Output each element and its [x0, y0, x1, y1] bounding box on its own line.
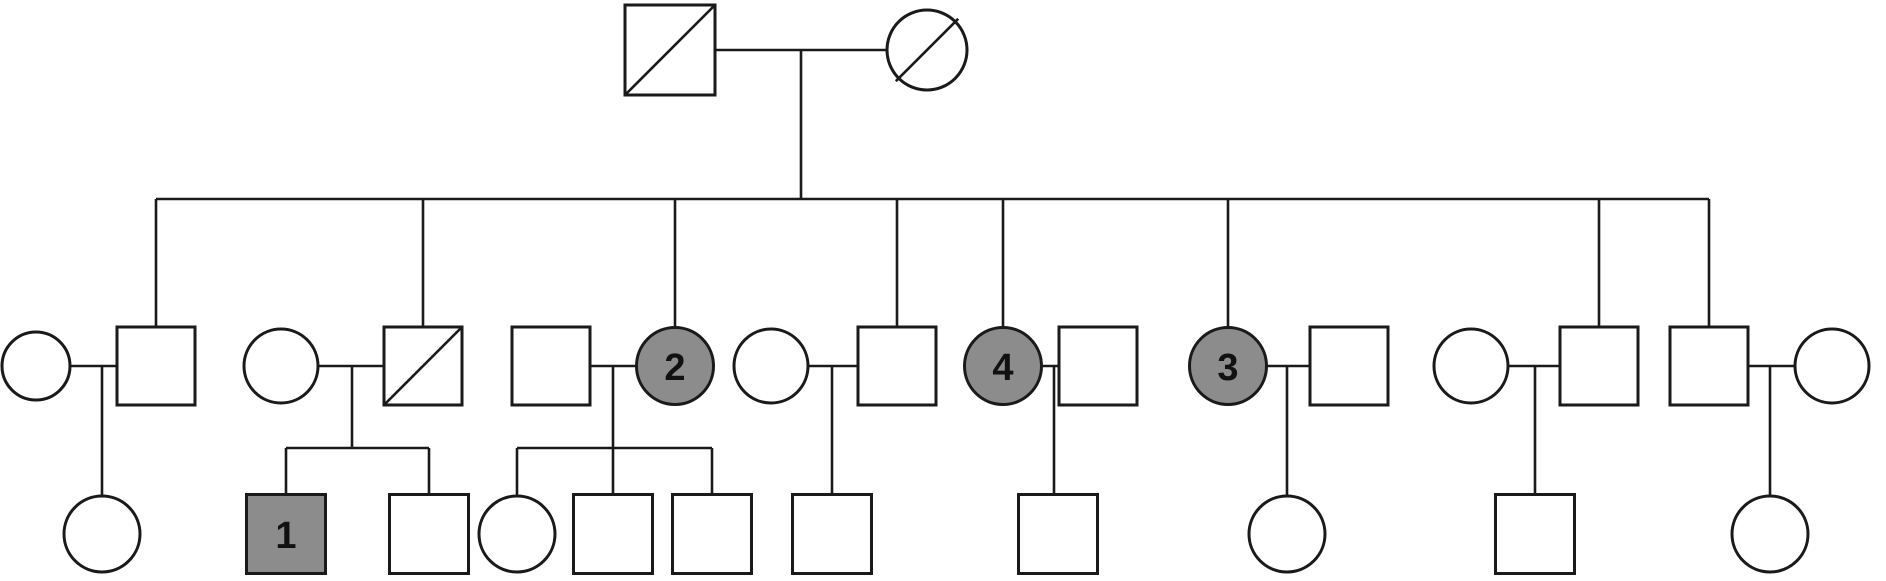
male-symbol: [856, 325, 938, 407]
person-II-10: [1057, 325, 1139, 407]
male-symbol: [1057, 325, 1139, 407]
deceased-slash-icon: [894, 17, 960, 83]
person-II-14: [1558, 325, 1640, 407]
person-III-2-affected: 1: [245, 493, 327, 575]
person-I-2-deceased: [885, 8, 969, 92]
male-symbol: [671, 493, 753, 575]
person-III-8: [1017, 493, 1099, 575]
female-symbol: [0, 330, 72, 402]
person-III-7: [791, 493, 873, 575]
female-symbol: [1188, 326, 1268, 406]
person-III-3: [388, 493, 470, 575]
female-symbol: [635, 326, 715, 406]
female-symbol: [1432, 327, 1510, 405]
person-II-2: [115, 325, 197, 407]
person-III-6: [671, 493, 753, 575]
male-symbol: [1494, 493, 1576, 575]
person-III-5: [572, 493, 654, 575]
female-symbol: [1730, 494, 1810, 574]
male-symbol: [245, 493, 327, 575]
person-II-7: [732, 327, 810, 405]
female-symbol: [1793, 327, 1871, 405]
female-symbol: [1247, 494, 1327, 574]
person-III-11: [1730, 494, 1810, 574]
person-II-3: [242, 327, 320, 405]
person-II-5: [510, 325, 592, 407]
person-III-1: [62, 494, 142, 574]
male-symbol: [791, 493, 873, 575]
female-symbol: [732, 327, 810, 405]
male-symbol: [1668, 325, 1750, 407]
person-III-10: [1494, 493, 1576, 575]
person-label: 1: [275, 515, 296, 557]
person-II-1: [0, 330, 72, 402]
female-symbol: [477, 494, 557, 574]
person-III-4: [477, 494, 557, 574]
male-symbol: [115, 325, 197, 407]
person-II-11-affected: 3: [1188, 326, 1268, 406]
person-II-15: [1668, 325, 1750, 407]
deceased-slash-icon: [383, 326, 463, 406]
male-symbol: [1017, 493, 1099, 575]
female-symbol: [242, 327, 320, 405]
male-symbol: [1308, 325, 1390, 407]
person-label: 2: [664, 347, 685, 389]
male-symbol: [510, 325, 592, 407]
male-symbol: [388, 493, 470, 575]
person-I-1-deceased: [623, 3, 717, 97]
male-symbol: [572, 493, 654, 575]
person-II-12: [1308, 325, 1390, 407]
person-II-16: [1793, 327, 1871, 405]
person-label: 3: [1217, 347, 1238, 389]
person-label: 4: [992, 347, 1013, 389]
female-symbol: [963, 326, 1043, 406]
deceased-slash-icon: [624, 4, 716, 96]
person-II-4-deceased: [382, 325, 464, 407]
person-II-13: [1432, 327, 1510, 405]
person-III-9: [1247, 494, 1327, 574]
person-II-9-affected: 4: [963, 326, 1043, 406]
person-II-6-affected: 2: [635, 326, 715, 406]
female-symbol: [62, 494, 142, 574]
person-II-8: [856, 325, 938, 407]
male-symbol: [1558, 325, 1640, 407]
